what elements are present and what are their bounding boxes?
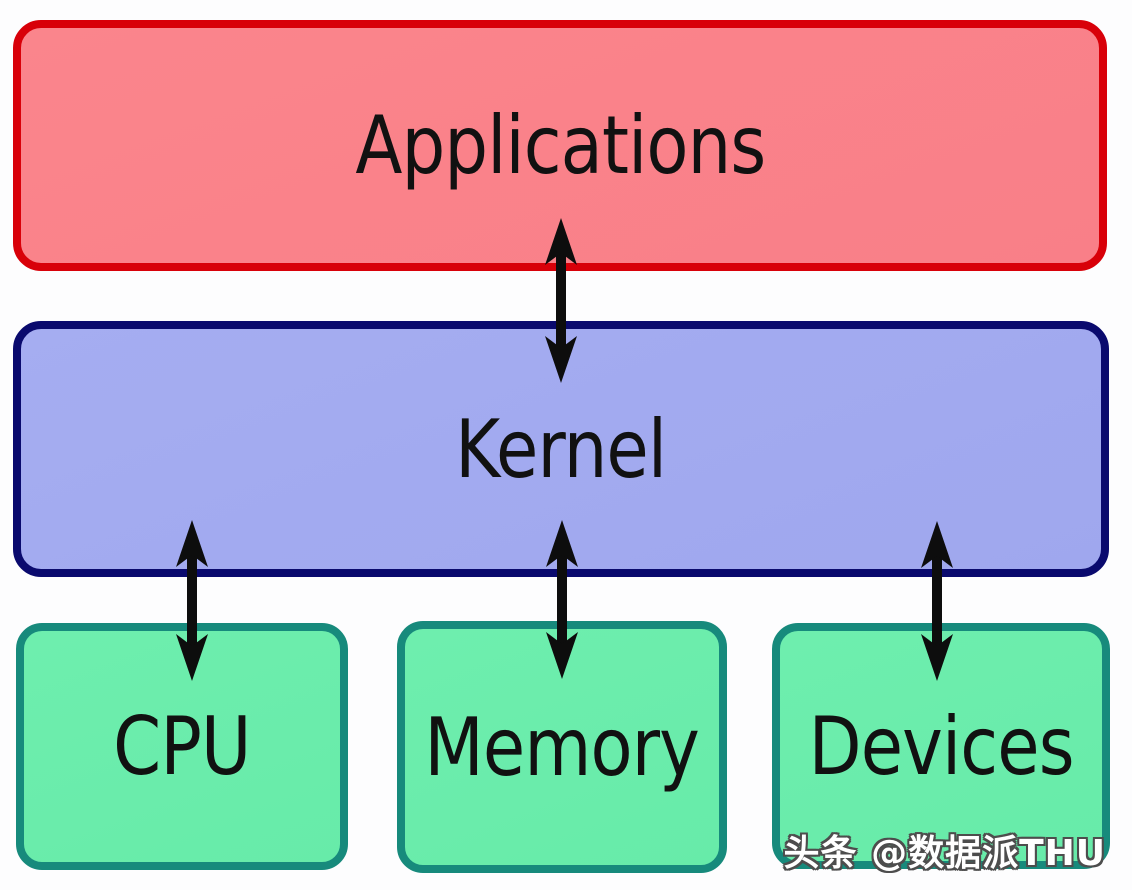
kernel-label: Kernel	[455, 402, 668, 496]
memory-label: Memory	[424, 700, 701, 794]
memory-box: Memory	[397, 621, 727, 873]
applications-box: Applications	[13, 20, 1107, 271]
cpu-box: CPU	[16, 623, 348, 870]
kernel-box: Kernel	[13, 321, 1109, 577]
cpu-label: CPU	[113, 700, 251, 793]
devices-label: Devices	[808, 699, 1074, 793]
applications-label: Applications	[355, 99, 766, 192]
watermark-text: 头条 @数据派THU	[783, 833, 1106, 874]
